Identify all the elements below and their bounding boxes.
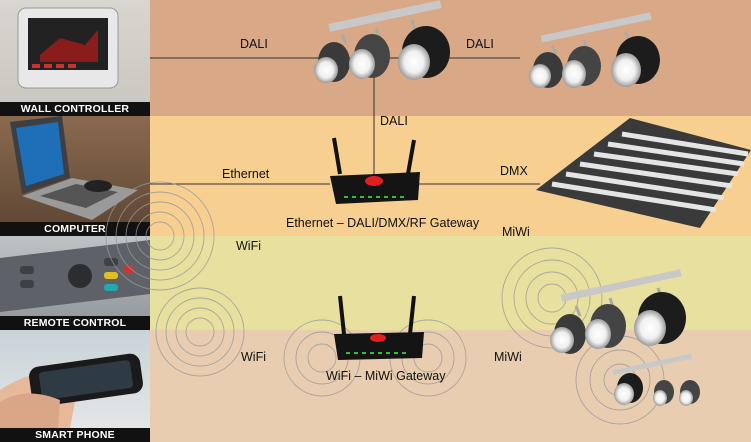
remote-control-image bbox=[0, 240, 150, 312]
track-light-group-3 bbox=[550, 269, 686, 354]
label-miwi-1: MiWi bbox=[502, 225, 530, 239]
wall-controller-panel: WALL CONTROLLER bbox=[0, 0, 150, 116]
label-wifi-1: WiFi bbox=[236, 239, 261, 253]
label-wifi-gateway: WiFi – MiWi Gateway bbox=[326, 369, 446, 383]
wave-left-top bbox=[105, 181, 215, 291]
device-column: WALL CONTROLLER COMPUTER REMOTE CONTROL bbox=[0, 0, 150, 442]
label-dali-left: DALI bbox=[240, 37, 268, 51]
track-light-group-1 bbox=[314, 0, 450, 83]
label-dali-right: DALI bbox=[466, 37, 494, 51]
device-label-wall-controller: WALL CONTROLLER bbox=[0, 102, 150, 116]
wave-left-bottom bbox=[155, 287, 245, 377]
label-wifi-2: WiFi bbox=[241, 350, 266, 364]
smart-phone-image bbox=[0, 353, 143, 428]
dmx-panel-light bbox=[536, 118, 751, 228]
track-light-group-2 bbox=[529, 12, 660, 88]
label-ethernet-gateway: Ethernet – DALI/DMX/RF Gateway bbox=[286, 216, 480, 230]
wall-controller-image bbox=[17, 7, 119, 89]
label-ethernet: Ethernet bbox=[222, 167, 270, 181]
label-dali-down: DALI bbox=[380, 114, 408, 128]
remote-control-panel: REMOTE CONTROL bbox=[0, 236, 150, 330]
ethernet-gateway-router bbox=[330, 137, 420, 204]
label-dmx: DMX bbox=[500, 164, 528, 178]
track-light-group-4 bbox=[612, 353, 700, 406]
laptop-image bbox=[10, 116, 138, 220]
device-label-smart-phone: SMART PHONE bbox=[0, 428, 150, 442]
wifi-gateway-router bbox=[334, 295, 424, 360]
router-logo-icon bbox=[370, 334, 386, 342]
device-label-computer: COMPUTER bbox=[0, 222, 150, 236]
router-logo-icon bbox=[365, 176, 383, 186]
device-label-remote-control: REMOTE CONTROL bbox=[0, 316, 150, 330]
computer-panel: COMPUTER bbox=[0, 116, 150, 236]
smart-phone-panel: SMART PHONE bbox=[0, 330, 150, 442]
label-miwi-2: MiWi bbox=[494, 350, 522, 364]
